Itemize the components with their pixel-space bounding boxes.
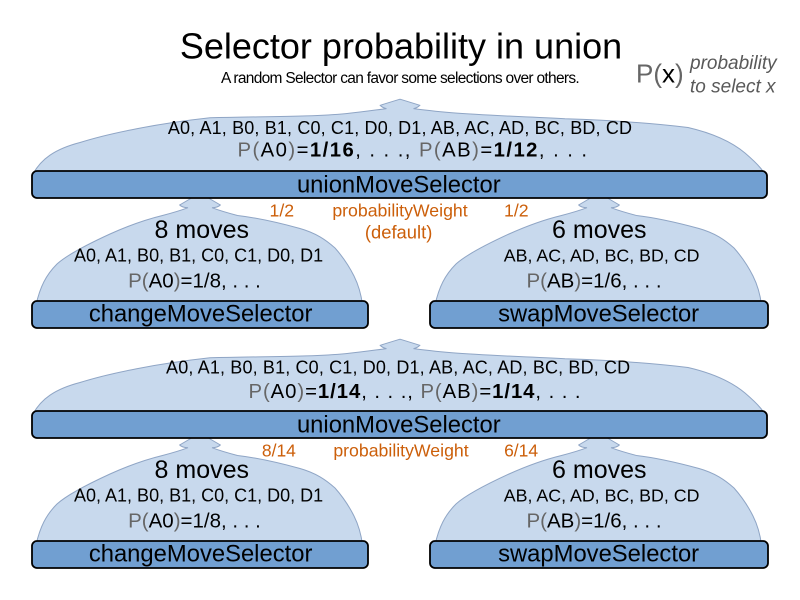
svg-text:1/2: 1/2 (270, 201, 295, 221)
svg-text:A0, A1, B0, B1, C0, C1, D0, D1: A0, A1, B0, B1, C0, C1, D0, D1, AB, AC, … (166, 358, 630, 378)
svg-text:probabilityWeight: probabilityWeight (333, 441, 468, 461)
svg-text:Selector probability in union: Selector probability in union (180, 26, 622, 67)
svg-text:1/2: 1/2 (504, 201, 529, 221)
svg-text:unionMoveSelector: unionMoveSelector (297, 412, 501, 439)
svg-text:6 moves: 6 moves (552, 216, 646, 244)
svg-text:AB, AC, AD, BC, BD, CD: AB, AC, AD, BC, BD, CD (504, 486, 700, 506)
svg-text:A0, A1, B0, B1, C0, C1, D0, D1: A0, A1, B0, B1, C0, C1, D0, D1 (74, 246, 323, 266)
svg-text:(default): (default) (365, 221, 432, 242)
svg-text:changeMoveSelector: changeMoveSelector (89, 541, 313, 568)
svg-text:8 moves: 8 moves (155, 216, 249, 244)
svg-text:8 moves: 8 moves (155, 456, 249, 484)
svg-text:AB, AC, AD, BC, BD, CD: AB, AC, AD, BC, BD, CD (504, 246, 700, 266)
svg-text:probability: probability (689, 53, 778, 74)
svg-text:P(A0)=1/8, . . .: P(A0)=1/8, . . . (128, 270, 261, 293)
svg-text:P(x): P(x) (636, 59, 684, 89)
svg-text:6/14: 6/14 (504, 441, 538, 461)
svg-text:swapMoveSelector: swapMoveSelector (498, 301, 699, 328)
svg-text:A random Selector can favor so: A random Selector can favor some selecti… (221, 70, 579, 87)
svg-text:probabilityWeight: probabilityWeight (332, 201, 467, 221)
svg-text:A0, A1, B0, B1, C0, C1, D0, D1: A0, A1, B0, B1, C0, C1, D0, D1, AB, AC, … (168, 118, 632, 138)
svg-text:P(A0)=1/16, . . ., P(AB)=1/12,: P(A0)=1/16, . . ., P(AB)=1/12, . . . (237, 140, 588, 162)
svg-text:changeMoveSelector: changeMoveSelector (89, 301, 313, 328)
svg-text:unionMoveSelector: unionMoveSelector (297, 172, 501, 199)
svg-text:P(AB)=1/6, . . .: P(AB)=1/6, . . . (526, 510, 661, 533)
svg-text:swapMoveSelector: swapMoveSelector (498, 541, 699, 568)
svg-text:P(AB)=1/6, . . .: P(AB)=1/6, . . . (526, 270, 661, 293)
svg-text:A0, A1, B0, B1, C0, C1, D0, D1: A0, A1, B0, B1, C0, C1, D0, D1 (74, 486, 323, 506)
svg-text:P(A0)=1/8, . . .: P(A0)=1/8, . . . (128, 510, 261, 533)
svg-text:P(A0)=1/14, . . ., P(AB)=1/14,: P(A0)=1/14, . . ., P(AB)=1/14, . . . (248, 381, 581, 403)
svg-text:6 moves: 6 moves (552, 456, 646, 484)
svg-text:to select x: to select x (690, 77, 777, 98)
svg-text:8/14: 8/14 (262, 441, 296, 461)
